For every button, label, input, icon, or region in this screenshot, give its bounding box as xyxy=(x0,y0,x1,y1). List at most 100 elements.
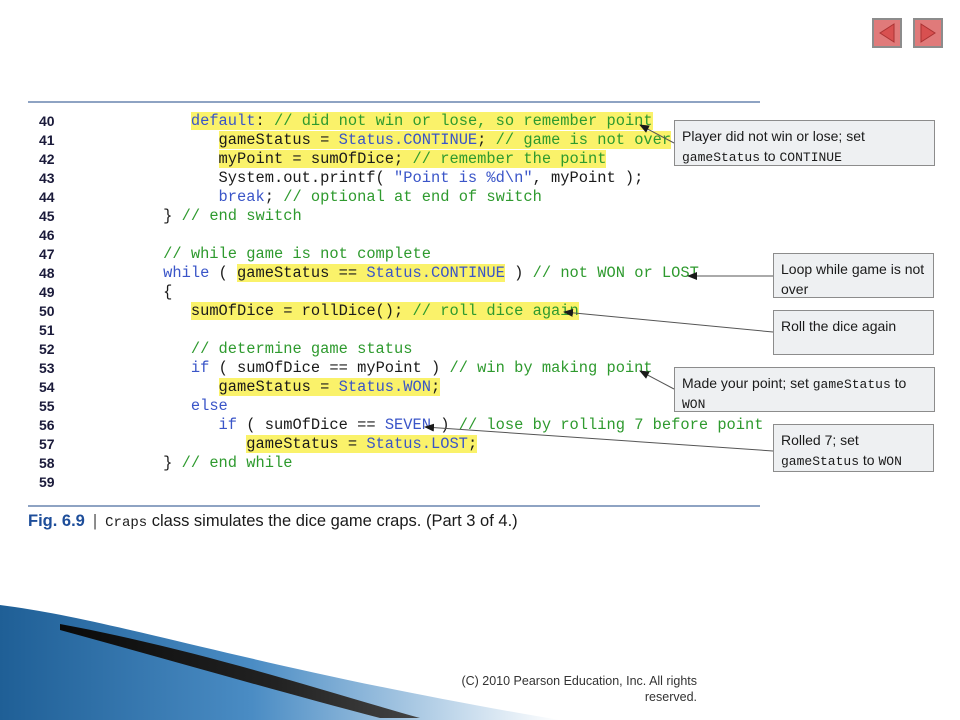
callout-text: to xyxy=(859,452,879,468)
code-line: 58 } // end while xyxy=(0,454,760,473)
figure-label: Fig. 6.9 xyxy=(28,512,85,530)
callout-text: Made your point; set xyxy=(682,375,813,391)
code-line: 47 // while game is not complete xyxy=(0,245,760,264)
line-number: 52 xyxy=(39,341,55,357)
caption-class-name: Craps xyxy=(105,515,148,531)
code-token: ) xyxy=(431,416,459,434)
code-text: // while game is not complete xyxy=(80,245,431,264)
code-text: gameStatus = Status.LOST; xyxy=(80,435,478,454)
code-comment: // remember the point xyxy=(412,150,607,168)
callout-text: over xyxy=(781,281,809,297)
code-keyword: else xyxy=(190,397,228,415)
code-token: Status.CONTINUE xyxy=(366,264,505,282)
code-token: SEVEN xyxy=(384,416,431,434)
code-token: sumOfDice = rollDice(); xyxy=(190,302,413,320)
line-number: 47 xyxy=(39,246,55,262)
line-number: 40 xyxy=(39,113,55,129)
triangle-right-icon xyxy=(920,23,936,43)
code-line: 53 if ( sumOfDice == myPoint ) // win by… xyxy=(0,359,760,378)
code-line: 56 if ( sumOfDice == SEVEN ) // lose by … xyxy=(0,416,764,435)
code-token: { xyxy=(80,283,173,301)
code-text: else xyxy=(80,397,228,416)
line-number: 49 xyxy=(39,284,55,300)
line-number: 43 xyxy=(39,170,55,186)
code-token: ( sumOfDice == myPoint ) xyxy=(209,359,450,377)
code-token: : xyxy=(255,112,274,130)
code-comment: // game is not over xyxy=(495,131,672,149)
line-number: 45 xyxy=(39,208,55,224)
code-text: while ( gameStatus == Status.CONTINUE ) … xyxy=(80,264,699,283)
callout-text: to xyxy=(760,148,780,164)
code-line: 43 System.out.printf( "Point is %d\n", m… xyxy=(0,169,760,188)
code-line: 49 { xyxy=(0,283,760,302)
line-number: 55 xyxy=(39,398,55,414)
arrow-won xyxy=(639,370,675,390)
arrow-continue xyxy=(639,124,675,144)
callout-text: Roll the dice again xyxy=(781,318,897,334)
caption-text: class simulates the dice game craps. (Pa… xyxy=(147,512,518,530)
code-comment: // end while xyxy=(181,454,293,472)
code-text: sumOfDice = rollDice(); // roll dice aga… xyxy=(80,302,579,321)
code-token: gameStatus = xyxy=(218,131,339,149)
code-comment: // roll dice again xyxy=(412,302,579,320)
code-comment: // while game is not complete xyxy=(163,245,431,263)
code-line: 59 xyxy=(0,473,760,492)
callout-code: gameStatus xyxy=(781,454,860,469)
code-text: gameStatus = Status.CONTINUE; // game is… xyxy=(80,131,672,150)
code-token: "Point is %d\n" xyxy=(394,169,533,187)
code-line: 45 } // end switch xyxy=(0,207,760,226)
line-number: 58 xyxy=(39,455,55,471)
callout-text: Player did not win or lose; set xyxy=(682,128,865,144)
line-number: 56 xyxy=(39,417,55,433)
callout-code: gameStatus xyxy=(812,377,891,392)
code-token: ( xyxy=(209,264,238,282)
code-token: myPoint = sumOfDice; xyxy=(218,150,413,168)
line-number: 48 xyxy=(39,265,55,281)
line-number: 59 xyxy=(39,474,55,490)
callout-code: WON xyxy=(878,454,902,469)
code-line: 55 else xyxy=(0,397,760,416)
callout-code: gameStatus xyxy=(682,150,761,165)
top-rule xyxy=(28,101,760,103)
code-token: gameStatus = xyxy=(246,435,367,453)
code-keyword: while xyxy=(163,264,210,282)
code-text: } // end switch xyxy=(80,207,302,226)
callout-text: Rolled 7; set xyxy=(781,432,859,448)
callout-roll: Roll the dice again xyxy=(773,310,934,355)
code-comment: // end switch xyxy=(181,207,302,225)
code-token: ; xyxy=(467,435,478,453)
code-line: 54 gameStatus = Status.WON; xyxy=(0,378,760,397)
callout-won: Made your point; set gameStatus to WON xyxy=(674,367,935,412)
code-text: } // end while xyxy=(80,454,292,473)
code-keyword: default xyxy=(190,112,256,130)
code-text: // determine game status xyxy=(80,340,413,359)
code-token: ; xyxy=(264,188,284,206)
next-slide-button[interactable] xyxy=(913,18,943,48)
code-line: 50 sumOfDice = rollDice(); // roll dice … xyxy=(0,302,760,321)
code-line: 46 xyxy=(0,226,760,245)
code-text: myPoint = sumOfDice; // remember the poi… xyxy=(80,150,607,169)
figure-caption: Fig. 6.9|Craps class simulates the dice … xyxy=(28,512,518,531)
code-comment: // optional at end of switch xyxy=(283,188,542,206)
callout-text: to xyxy=(890,375,907,391)
code-line: 57 gameStatus = Status.LOST; xyxy=(0,435,760,454)
code-line: 51 xyxy=(0,321,760,340)
callout-text: Loop while game is not xyxy=(781,261,925,277)
code-token: System.out.printf( xyxy=(80,169,395,187)
arrow-roll xyxy=(563,308,774,333)
previous-slide-button[interactable] xyxy=(872,18,902,48)
triangle-left-icon xyxy=(879,23,895,43)
bottom-rule xyxy=(28,505,760,507)
code-token: gameStatus = xyxy=(218,378,339,396)
code-comment: // did not win or lose, so remember poin… xyxy=(273,112,653,130)
code-line: 41 gameStatus = Status.CONTINUE; // game… xyxy=(0,131,760,150)
code-line: 42 myPoint = sumOfDice; // remember the … xyxy=(0,150,760,169)
code-text: gameStatus = Status.WON; xyxy=(80,378,441,397)
code-token: Status.WON xyxy=(338,378,431,396)
code-text: if ( sumOfDice == SEVEN ) // lose by rol… xyxy=(80,416,764,435)
callout-lost: Rolled 7; set gameStatus to WON xyxy=(773,424,934,472)
arrow-lost xyxy=(424,423,774,452)
line-number: 41 xyxy=(39,132,55,148)
code-line: 52 // determine game status xyxy=(0,340,760,359)
code-text: default: // did not win or lose, so reme… xyxy=(80,112,653,131)
